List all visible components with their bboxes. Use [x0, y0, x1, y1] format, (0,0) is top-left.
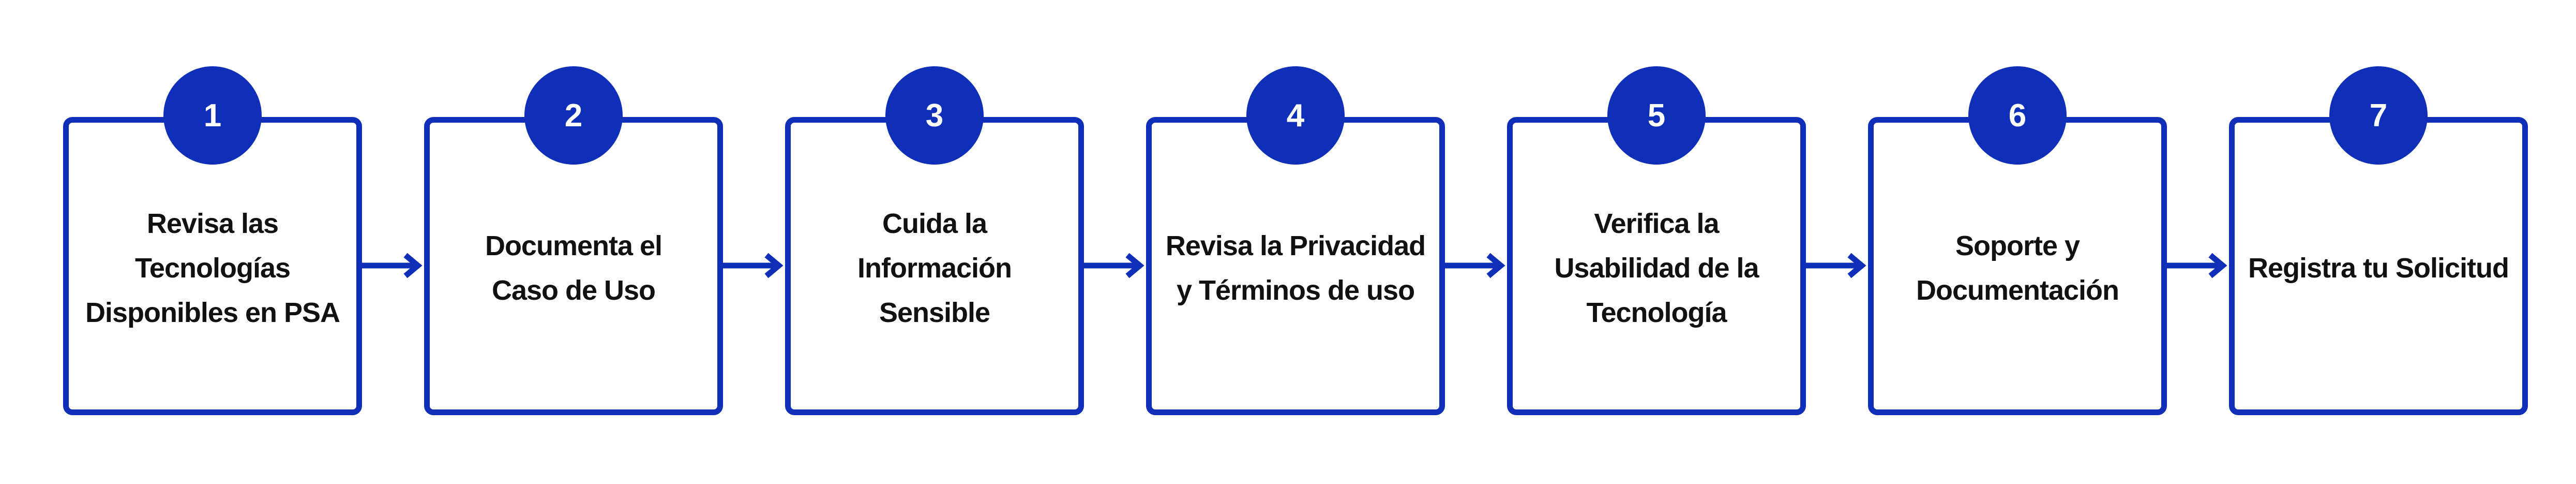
arrow-right-icon — [1806, 253, 1866, 278]
step-4-badge: 4 — [1246, 66, 1345, 165]
step-1-card: Revisa las Tecnologías Disponibles en PS… — [63, 117, 362, 415]
step-7-number: 7 — [2369, 97, 2388, 134]
arrow-right-icon — [1445, 253, 1505, 278]
step-4-number: 4 — [1286, 97, 1305, 134]
step-7-card: Registra tu Solicitud — [2229, 117, 2528, 415]
step-5-number: 5 — [1647, 97, 1666, 134]
step-5-badge: 5 — [1607, 66, 1706, 165]
step-5-card: Verifica la Usabilidad de la Tecnología — [1507, 117, 1806, 415]
step-7-title: Registra tu Solicitud — [2248, 253, 2509, 284]
step-4-card: Revisa la Privacidad y Términos de uso — [1146, 117, 1445, 415]
step-2-number: 2 — [564, 97, 583, 134]
arrow-right-icon — [1084, 253, 1144, 278]
arrow-right-icon — [362, 253, 423, 278]
arrow-right-icon — [2167, 253, 2227, 278]
step-6-badge: 6 — [1968, 66, 2067, 165]
step-6-number: 6 — [2008, 97, 2027, 134]
step-3-badge: 3 — [885, 66, 984, 165]
step-1-number: 1 — [203, 97, 222, 134]
step-7-badge: 7 — [2329, 66, 2428, 165]
step-4-title: Revisa la Privacidad y Términos de uso — [1165, 230, 1426, 306]
arrow-right-icon — [723, 253, 784, 278]
step-3-number: 3 — [925, 97, 944, 134]
step-6-card: Soporte y Documentación — [1868, 117, 2167, 415]
step-1-badge: 1 — [163, 66, 262, 165]
step-2-card: Documenta el Caso de Uso — [424, 117, 723, 415]
step-5-title: Verifica la Usabilidad de la Tecnología — [1554, 208, 1759, 328]
step-6-title: Soporte y Documentación — [1916, 230, 2119, 306]
step-2-title: Documenta el Caso de Uso — [485, 230, 662, 306]
step-1-title: Revisa las Tecnologías Disponibles en PS… — [85, 208, 340, 328]
step-3-card: Cuida la Información Sensible — [785, 117, 1084, 415]
step-3-title: Cuida la Información Sensible — [857, 208, 1012, 328]
step-2-badge: 2 — [524, 66, 623, 165]
